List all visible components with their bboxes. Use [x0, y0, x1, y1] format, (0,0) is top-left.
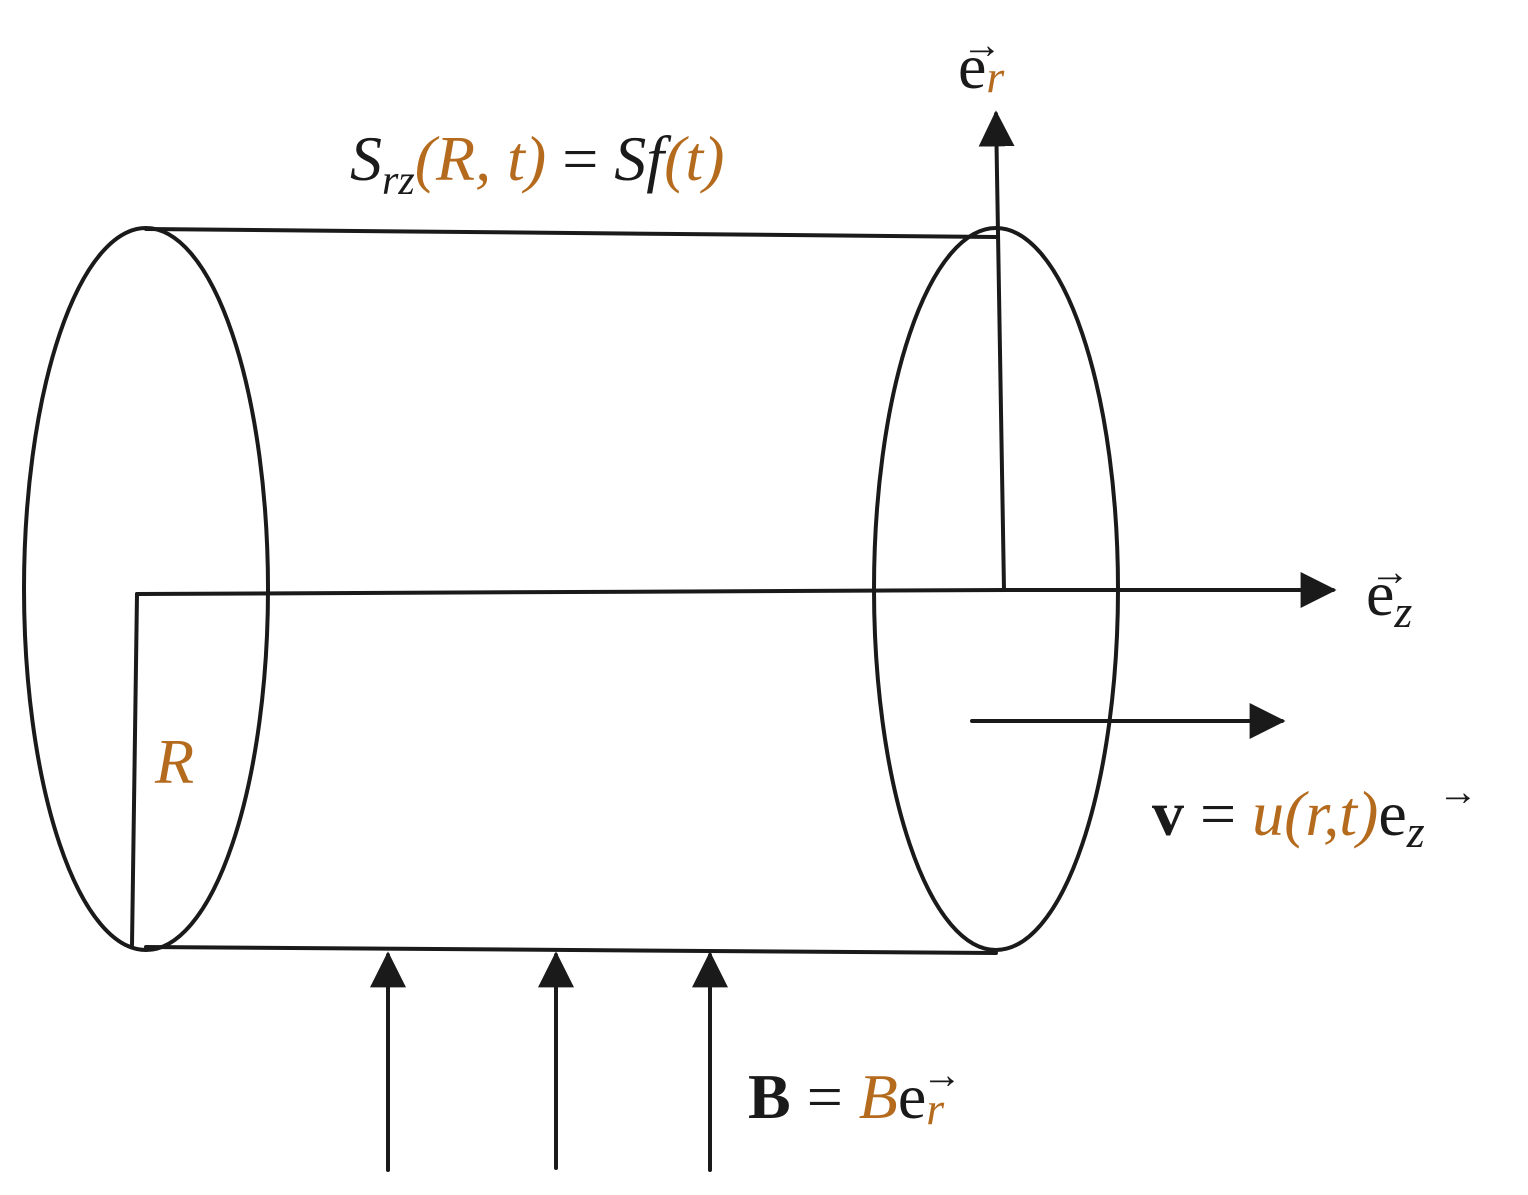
- shear-rhs-S: S: [614, 123, 646, 194]
- ez-base: e: [1366, 558, 1394, 629]
- magnetic-label-arrow: →: [922, 1052, 962, 1097]
- er-sub: r: [986, 51, 1005, 102]
- velocity-u: u: [1252, 778, 1284, 849]
- ez-label: ez: [1366, 558, 1412, 637]
- magnetic-B: B: [859, 1061, 898, 1132]
- magnetic-eq: =: [791, 1061, 859, 1132]
- shear-sub: rz: [382, 158, 415, 204]
- radius-line: [130, 592, 139, 947]
- velocity-v: v: [1152, 778, 1184, 849]
- magnetic-base: e: [898, 1061, 926, 1132]
- velocity-label: v = u(r,t)ez: [1152, 778, 1425, 857]
- er-label: er: [958, 31, 1005, 102]
- cylinder-axis-line: [135, 588, 1010, 596]
- velocity-args: (r,t): [1284, 778, 1378, 849]
- magnetic-sub: r: [926, 1083, 945, 1134]
- velocity-label-arrow: →: [1438, 769, 1478, 814]
- shear-S: S: [350, 123, 382, 194]
- magnetic-B-bold: B: [748, 1061, 791, 1132]
- er-label-arrow: →: [962, 22, 1002, 67]
- shear-eq: =: [546, 123, 614, 194]
- left-end-ellipse: [22, 226, 270, 952]
- cylinder-top-edge: [144, 227, 998, 239]
- magnetic-field-label: B = Ber: [748, 1061, 945, 1134]
- cylinder-bottom-edge: [144, 945, 998, 955]
- shear-rhs-args: (t): [664, 123, 724, 194]
- velocity-sub: z: [1406, 806, 1425, 857]
- shear-stress-label: Srz(R, t) = Sf(t): [350, 123, 724, 204]
- velocity-base: e: [1378, 778, 1406, 849]
- ez-label-arrow: →: [1370, 549, 1410, 594]
- er-arrow: [978, 110, 1015, 592]
- ez-sub: z: [1393, 586, 1412, 637]
- er-base: e: [958, 31, 986, 102]
- shear-args: (R, t): [415, 123, 547, 194]
- velocity-eq: =: [1184, 778, 1252, 849]
- radius-label: R: [154, 726, 194, 797]
